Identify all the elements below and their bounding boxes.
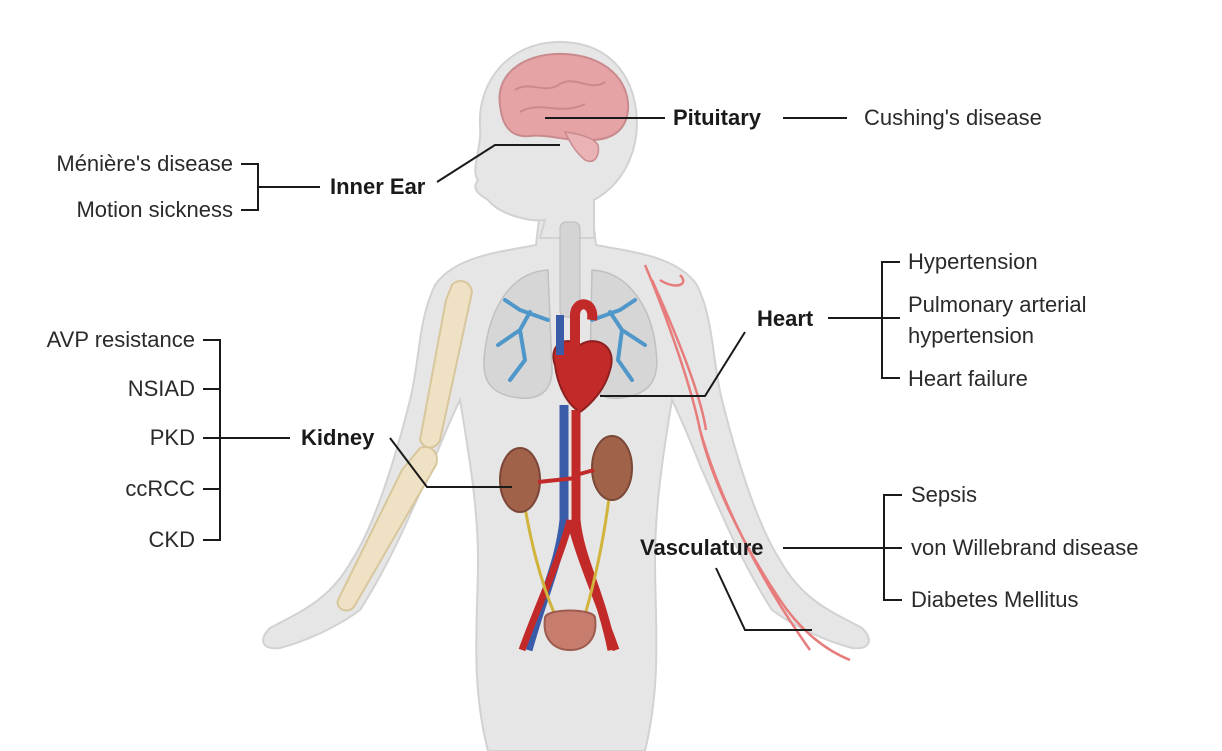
condition-pulmonary-arterial: Pulmonary arterial	[908, 292, 1087, 317]
condition-von-willebrand-disease: von Willebrand disease	[911, 535, 1139, 560]
brain-stem	[563, 131, 600, 162]
main-vessels	[518, 405, 620, 652]
brain-folds	[514, 80, 606, 113]
vasculature-bracket	[783, 494, 902, 601]
condition-diabetes-mellitus: Diabetes Mellitus	[911, 587, 1079, 612]
forearm-bones	[336, 446, 438, 612]
condition-ckd: CKD	[148, 527, 195, 552]
kidneys	[499, 435, 633, 513]
organ-label-kidney: Kidney	[301, 425, 375, 450]
condition-avp-resistance: AVP resistance	[46, 327, 195, 352]
iliac-vessels	[518, 519, 620, 652]
condition-nsiad: NSIAD	[127, 376, 195, 401]
condition-pulmonary-hypertension: hypertension	[908, 323, 1034, 348]
left-lung	[483, 269, 553, 399]
arm-bones	[336, 279, 474, 612]
organ-label-pituitary: Pituitary	[673, 105, 762, 130]
inner-ear-leader-line	[436, 144, 560, 183]
condition-heart-failure: Heart failure	[908, 366, 1028, 391]
condition-pkd: PKD	[149, 425, 195, 450]
condition-ccrcc: ccRCC	[125, 476, 195, 501]
right-kidney	[591, 435, 633, 501]
kidney-bracket	[203, 339, 290, 541]
heart-body	[552, 340, 613, 414]
inner-ear-bracket	[241, 163, 320, 211]
condition-menieres-disease: Ménière's disease	[56, 151, 233, 176]
kidney-leader-line	[389, 437, 512, 488]
organ-label-heart: Heart	[757, 306, 814, 331]
vasculature-leader-line	[715, 567, 812, 631]
organ-label-inner-ear: Inner Ear	[330, 174, 426, 199]
condition-hypertension: Hypertension	[908, 249, 1038, 274]
condition-sepsis: Sepsis	[911, 482, 978, 507]
heart-leader-line	[600, 331, 746, 397]
bladder	[543, 609, 597, 652]
humerus-bone	[418, 279, 474, 449]
arm-vessels	[643, 264, 851, 662]
bronchi-vessels	[496, 298, 647, 382]
heart	[552, 299, 613, 414]
callout-lines	[203, 117, 902, 631]
aorta	[570, 299, 598, 350]
renal-vessels	[537, 468, 595, 484]
left-kidney	[499, 447, 541, 513]
condition-cushings-disease: Cushing's disease	[864, 105, 1042, 130]
condition-motion-sickness: Motion sickness	[76, 197, 233, 222]
heart-bracket	[828, 261, 900, 379]
organ-label-vasculature: Vasculature	[640, 535, 764, 560]
